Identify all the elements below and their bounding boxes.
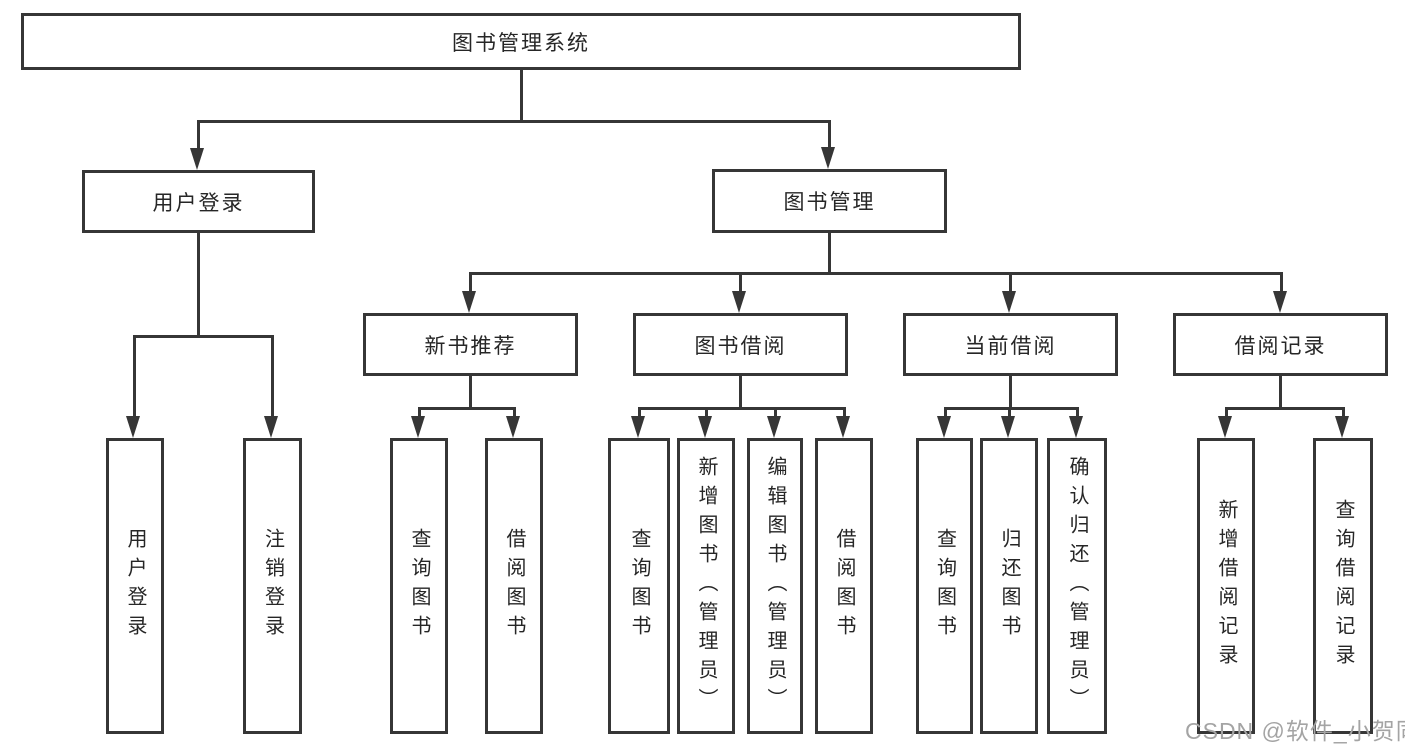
user-login-split-bar-line (133, 335, 274, 338)
book-borrow-split-arrowhead (631, 416, 645, 438)
book-borrow-split-bar-line (638, 407, 845, 410)
leaf-logout: 注销登录 (243, 438, 302, 734)
leaf-borrow-books-borrowing: 借阅图书 (815, 438, 873, 734)
leaf-label: 查询借阅记录 (1332, 499, 1354, 673)
leaf-return-books: 归还图书 (980, 438, 1038, 734)
root-split-arrowhead (190, 148, 204, 170)
book-borrow-split-arrowhead (836, 416, 850, 438)
new-book-split-arrowhead (411, 416, 425, 438)
node-book-management: 图书管理 (712, 169, 947, 233)
leaf-query-borrow-record: 查询借阅记录 (1313, 438, 1373, 734)
book-mgmt-split-drop-line (739, 272, 742, 293)
book-borrow-split-drop-line (705, 407, 708, 418)
new-book-split-arrowhead (506, 416, 520, 438)
book-borrow-split-drop-line (774, 407, 777, 418)
leaf-label: 借阅图书 (503, 528, 525, 644)
root-split-drop-line (197, 120, 200, 150)
node-user-login: 用户登录 (82, 170, 315, 233)
current-borrow-split-bar-line (944, 407, 1078, 410)
node-label: 图书管理系统 (452, 31, 590, 55)
book-mgmt-split-drop-line (1009, 272, 1012, 293)
leaf-add-borrow-record: 新增借阅记录 (1197, 438, 1255, 734)
leaf-label: 借阅图书 (833, 528, 855, 644)
leaf-query-books-current: 查询图书 (916, 438, 973, 734)
book-borrow-split-arrowhead (698, 416, 712, 438)
node-book-borrowing: 图书借阅 (633, 313, 848, 376)
root-split-drop-line (828, 120, 831, 149)
node-label: 图书管理 (783, 191, 876, 214)
user-login-split-arrowhead (264, 416, 278, 438)
node-label: 借阅记录 (1234, 334, 1327, 358)
borrow-record-split-drop-line (1225, 407, 1228, 418)
leaf-add-book-admin: 新增图书（管理员） (677, 438, 735, 734)
leaf-query-books-recommend: 查询图书 (390, 438, 448, 734)
leaf-label: 新增借阅记录 (1215, 499, 1237, 673)
leaf-edit-book-admin: 编辑图书（管理员） (747, 438, 803, 734)
leaf-borrow-books-recommend: 借阅图书 (485, 438, 543, 734)
user-login-split-drop-line (133, 335, 136, 418)
node-label: 图书借阅 (694, 334, 787, 358)
book-borrow-split-stem-line (739, 376, 742, 407)
node-label: 当前借阅 (964, 334, 1057, 358)
book-mgmt-split-stem-line (828, 232, 831, 272)
current-borrow-split-drop-line (944, 407, 947, 418)
node-library-management-system: 图书管理系统 (21, 13, 1021, 70)
book-borrow-split-drop-line (843, 407, 846, 418)
book-mgmt-split-arrowhead (462, 291, 476, 313)
node-current-borrowing: 当前借阅 (903, 313, 1118, 376)
user-login-split-arrowhead (126, 416, 140, 438)
borrow-record-split-arrowhead (1335, 416, 1349, 438)
leaf-label: 查询图书 (933, 528, 956, 644)
leaf-confirm-return-admin: 确认归还（管理员） (1047, 438, 1107, 734)
book-mgmt-split-bar-line (469, 272, 1282, 275)
leaf-user-login: 用户登录 (106, 438, 164, 734)
leaf-label: 确认归还（管理员） (1066, 455, 1088, 717)
book-mgmt-split-drop-line (469, 272, 472, 293)
root-split-bar-line (197, 120, 830, 123)
current-borrow-split-arrowhead (1001, 416, 1015, 438)
new-book-split-bar-line (418, 407, 515, 410)
node-borrowing-records: 借阅记录 (1173, 313, 1388, 376)
new-book-split-drop-line (513, 407, 516, 418)
new-book-split-drop-line (418, 407, 421, 418)
book-borrow-split-arrowhead (767, 416, 781, 438)
book-mgmt-split-arrowhead (1273, 291, 1287, 313)
book-mgmt-split-arrowhead (1002, 291, 1016, 313)
borrow-record-split-drop-line (1342, 407, 1345, 418)
leaf-query-books-borrowing: 查询图书 (608, 438, 670, 734)
current-borrow-split-drop-line (1008, 407, 1011, 418)
user-login-split-stem-line (197, 232, 200, 335)
book-mgmt-split-arrowhead (732, 291, 746, 313)
leaf-label: 新增图书（管理员） (695, 455, 717, 717)
borrow-record-split-stem-line (1279, 376, 1282, 407)
leaf-label: 查询图书 (408, 528, 430, 644)
leaf-label: 注销登录 (261, 528, 284, 644)
user-login-split-drop-line (271, 335, 274, 418)
node-label: 新书推荐 (424, 334, 517, 358)
borrow-record-split-arrowhead (1218, 416, 1232, 438)
book-borrow-split-drop-line (638, 407, 641, 418)
current-borrow-split-arrowhead (937, 416, 951, 438)
current-borrow-split-drop-line (1076, 407, 1079, 418)
leaf-label: 用户登录 (124, 528, 146, 644)
leaf-label: 归还图书 (998, 528, 1020, 644)
book-mgmt-split-drop-line (1280, 272, 1283, 293)
root-split-arrowhead (821, 147, 835, 169)
leaf-label: 查询图书 (628, 528, 650, 644)
watermark: CSDN @软件_小贺同学 (1185, 718, 1405, 744)
leaf-label: 编辑图书（管理员） (764, 455, 786, 717)
root-split-stem-line (520, 69, 523, 120)
current-borrow-split-arrowhead (1069, 416, 1083, 438)
new-book-split-stem-line (469, 376, 472, 407)
borrow-record-split-bar-line (1225, 407, 1345, 410)
current-borrow-split-stem-line (1009, 376, 1012, 407)
node-new-book-recommend: 新书推荐 (363, 313, 578, 376)
node-label: 用户登录 (152, 191, 245, 215)
